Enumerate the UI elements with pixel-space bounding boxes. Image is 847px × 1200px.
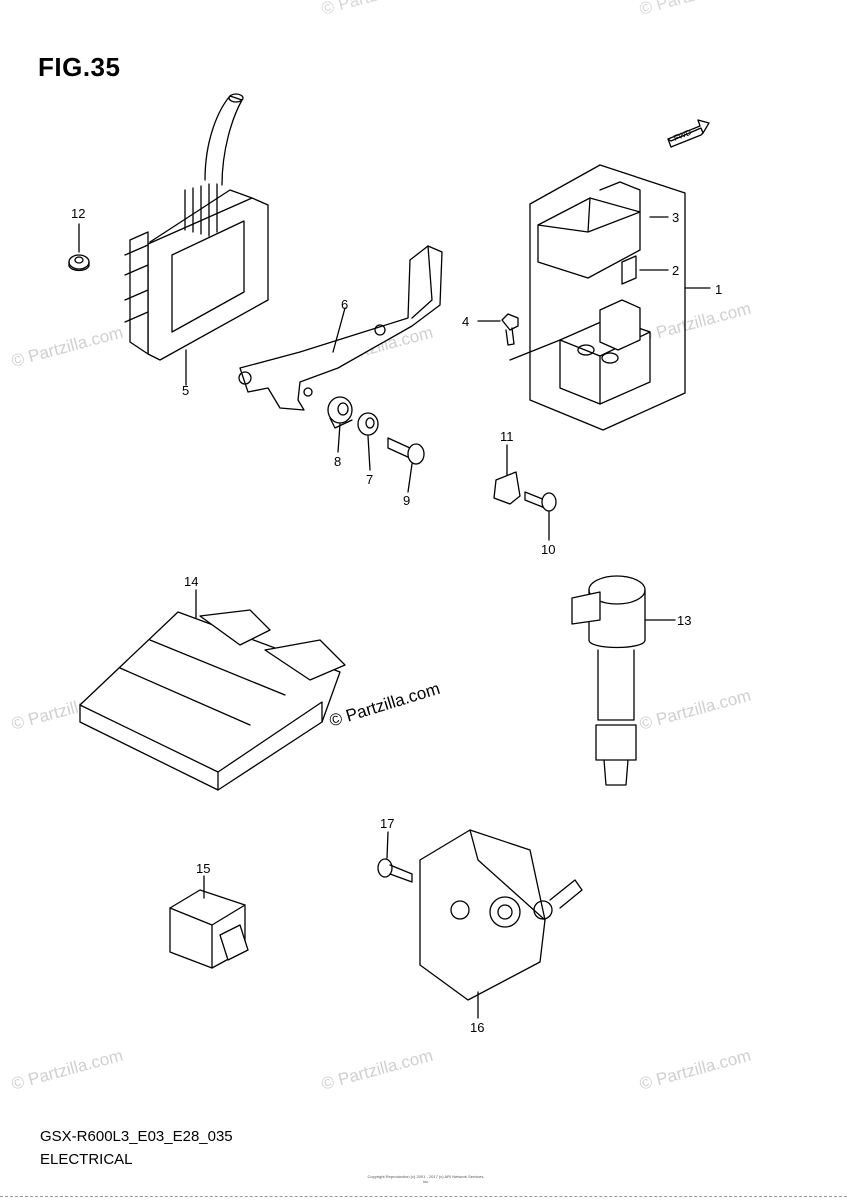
callout-4: 4: [462, 314, 470, 329]
callout-14: 14: [184, 574, 199, 589]
callout-17: 17: [380, 816, 395, 831]
callout-5: 5: [182, 383, 190, 398]
model-code: GSX-R600L3_E03_E28_035: [40, 1128, 233, 1145]
callout-7: 7: [366, 472, 374, 487]
bolt-part: [524, 491, 557, 512]
ignition-coil-part: [571, 575, 646, 786]
clamp-part: [493, 444, 521, 505]
callout-8: 8: [334, 454, 342, 469]
bracket-part: [238, 245, 443, 411]
screw-part: [377, 858, 413, 883]
copyright-note: Copyright Reproduction (c) 2001 - 2017 (…: [367, 1174, 485, 1184]
callout-10: 10: [541, 542, 556, 557]
bolt-part: [387, 437, 425, 465]
callout-15: 15: [196, 861, 211, 876]
starter-relay-assembly: [509, 164, 686, 431]
callout-11: 11: [500, 429, 514, 444]
connector-part: [169, 889, 249, 969]
collar-part: [357, 412, 379, 436]
callout-12: 12: [71, 206, 86, 221]
ecm-part: [79, 609, 346, 791]
callout-16: 16: [470, 1020, 485, 1035]
leader-lines: [185, 216, 711, 1019]
callout-3: 3: [672, 210, 680, 225]
screw-part: [501, 313, 519, 346]
sensor-part: [419, 829, 583, 1001]
callout-9: 9: [403, 493, 411, 508]
callout-1: 1: [715, 282, 723, 297]
callout-6: 6: [341, 297, 349, 312]
callout-2: 2: [672, 263, 680, 278]
category-label: ELECTRICAL: [40, 1151, 133, 1168]
grommet-part: [327, 396, 353, 429]
callout-13: 13: [677, 613, 692, 628]
figure-title: FIG.35: [38, 52, 121, 82]
regulator-rectifier-part: [124, 93, 269, 361]
fwd-arrow-icon: FWD: [667, 119, 710, 148]
fwd-label: FWD: [672, 128, 692, 143]
page-divider: [0, 1196, 847, 1197]
nut-part: [68, 254, 90, 272]
